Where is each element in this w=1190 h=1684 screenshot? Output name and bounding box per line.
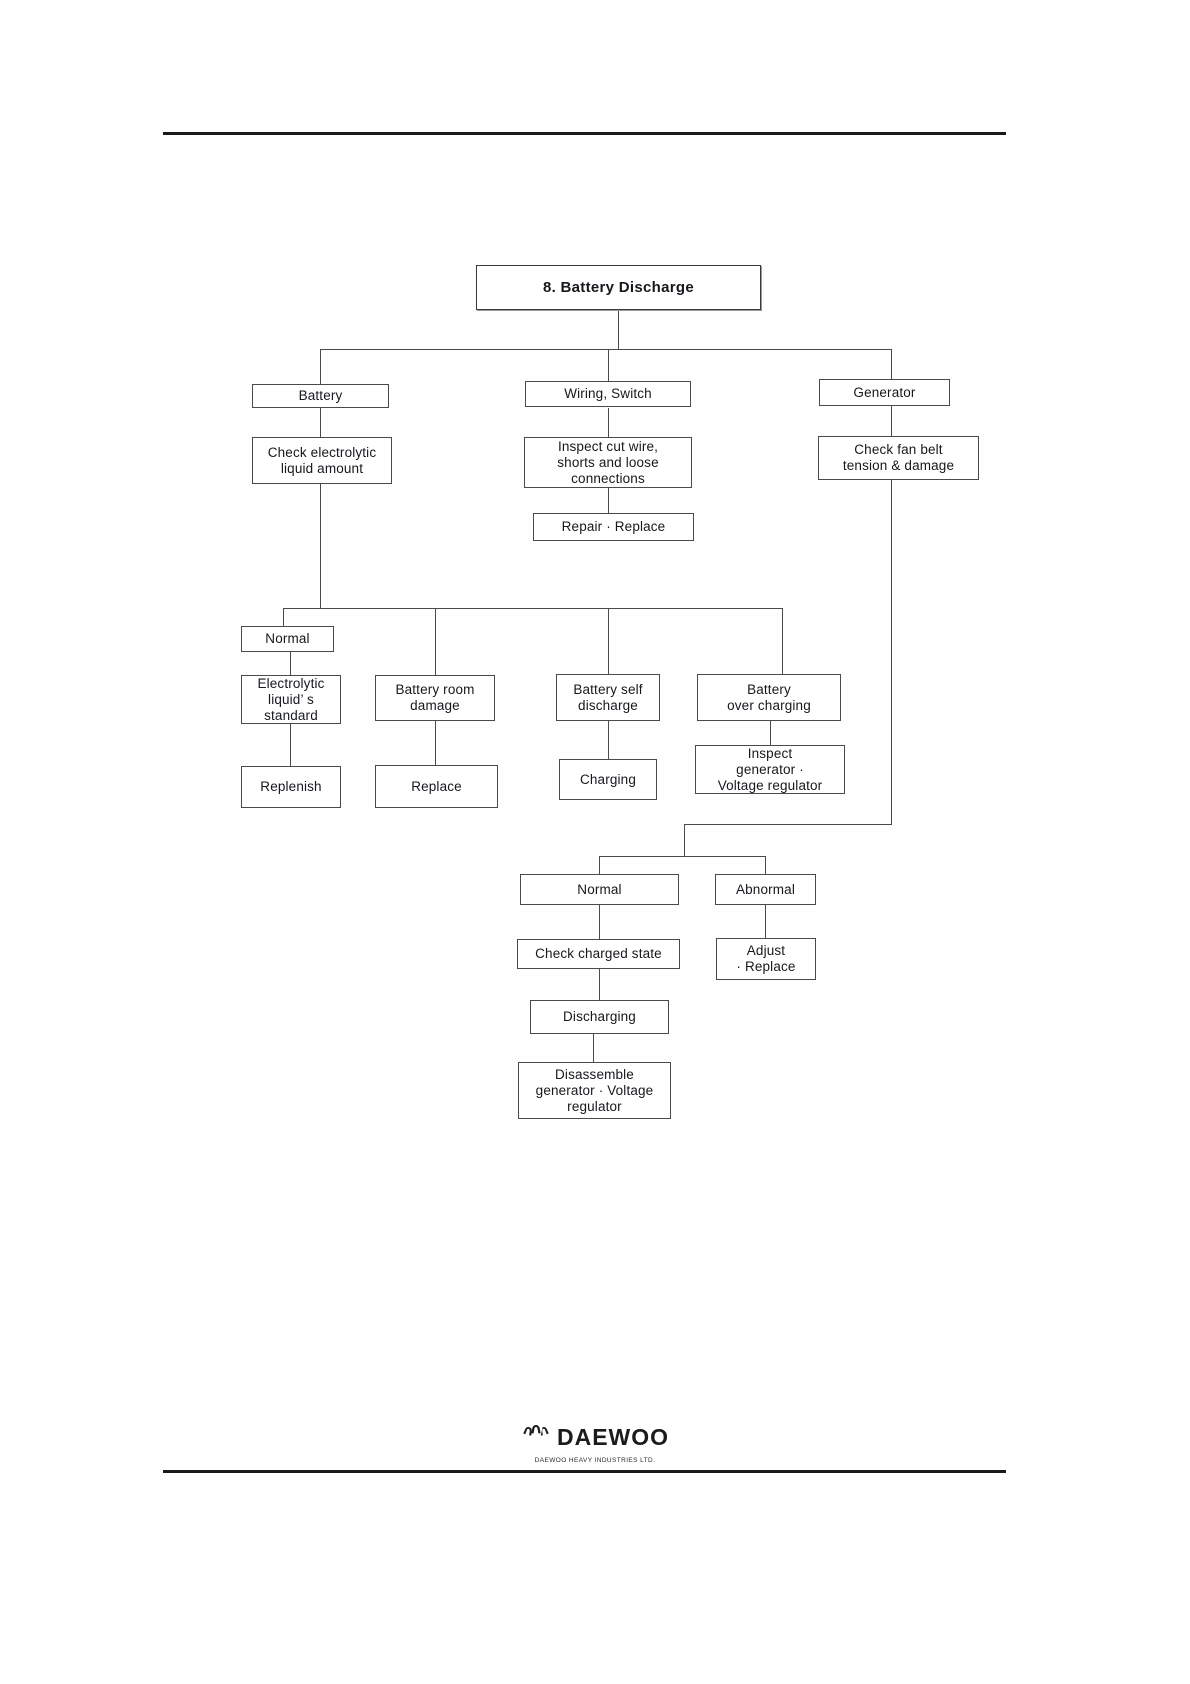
node-label: Wiring, Switch bbox=[564, 386, 652, 401]
edge-check-down bbox=[320, 484, 321, 608]
node-label: Electrolytic liquid’ s standard bbox=[257, 675, 325, 723]
node-label: Check electrolytic liquid amount bbox=[267, 444, 377, 476]
edge-bus-to-batteryover bbox=[782, 608, 783, 675]
node-replace[interactable]: Replace bbox=[375, 765, 498, 808]
node-label: Discharging bbox=[563, 1009, 636, 1024]
node-check-electrolytic-liquid-amount[interactable]: Check electrolytic liquid amount bbox=[252, 437, 392, 484]
edge-title-down bbox=[618, 310, 619, 349]
edge-bus-to-abnormal bbox=[765, 856, 766, 874]
edge-abnormal-to-adjust bbox=[765, 905, 766, 938]
footer-rule bbox=[163, 1470, 1006, 1473]
edge-wiring-to-inspect bbox=[608, 408, 609, 437]
edge-bus-to-batteryself bbox=[608, 608, 609, 675]
node-label: Replenish bbox=[260, 779, 322, 794]
edge-fanbelt-to-bus2 bbox=[684, 824, 685, 856]
edge-generator-to-fanbelt bbox=[891, 406, 892, 436]
header-rule bbox=[163, 132, 1006, 135]
node-label: Disassemble generator · Voltage regulato… bbox=[535, 1066, 654, 1114]
edge-normal1-to-std bbox=[290, 652, 291, 675]
node-battery-room-damage[interactable]: Battery room damage bbox=[375, 675, 495, 721]
node-label: Battery room damage bbox=[395, 682, 475, 713]
edge-room-to-replace bbox=[435, 721, 436, 765]
node-discharging[interactable]: Discharging bbox=[530, 1000, 669, 1034]
node-normal-2[interactable]: Normal bbox=[520, 874, 679, 905]
edge-charged-to-discharging bbox=[599, 969, 600, 1000]
node-normal-1[interactable]: Normal bbox=[241, 626, 334, 652]
node-label: Check charged state bbox=[535, 946, 662, 961]
node-label: Replace bbox=[411, 778, 462, 794]
node-replenish[interactable]: Replenish bbox=[241, 766, 341, 808]
edge-bus-to-battery bbox=[320, 349, 321, 384]
node-wiring-switch[interactable]: Wiring, Switch bbox=[525, 381, 691, 407]
edge-bus-to-normal1 bbox=[283, 608, 284, 626]
node-label: Inspect generator · Voltage regulator bbox=[717, 745, 823, 793]
edge-self-to-charging bbox=[608, 721, 609, 759]
node-label: 8. Battery Discharge bbox=[542, 278, 695, 296]
node-battery[interactable]: Battery bbox=[252, 384, 389, 408]
node-label: Battery bbox=[298, 388, 343, 403]
node-label: Battery over charging bbox=[727, 681, 811, 713]
node-label: Normal bbox=[577, 881, 622, 897]
node-label: Inspect cut wire, shorts and loose conne… bbox=[557, 438, 659, 486]
edge-fanbelt-across bbox=[684, 824, 892, 825]
edge-inspect-to-repair bbox=[608, 488, 609, 513]
daewoo-shell-logo-icon bbox=[523, 1424, 549, 1436]
edge-normal2-to-charged bbox=[599, 905, 600, 939]
node-inspect-generator-voltage-regulator[interactable]: Inspect generator · Voltage regulator bbox=[695, 745, 845, 794]
node-generator[interactable]: Generator bbox=[819, 379, 950, 406]
edge-bus-to-batteryroom bbox=[435, 608, 436, 675]
node-abnormal[interactable]: Abnormal bbox=[715, 874, 816, 905]
node-disassemble-generator-voltage-regulator[interactable]: Disassemble generator · Voltage regulato… bbox=[518, 1062, 671, 1119]
brand-lockup: DAEWOO bbox=[521, 1424, 669, 1451]
node-title-battery-discharge[interactable]: 8. Battery Discharge bbox=[476, 265, 761, 310]
brand-wordmark: DAEWOO bbox=[556, 1424, 670, 1450]
node-label: Repair · Replace bbox=[561, 519, 666, 534]
node-adjust-replace[interactable]: Adjust · Replace bbox=[716, 938, 816, 980]
edge-over-to-inspectgen bbox=[770, 721, 771, 745]
edge-bus-to-generator bbox=[891, 349, 892, 379]
edge-bus-to-normal2 bbox=[599, 856, 600, 874]
footer-brand: DAEWOO DAEWOO HEAVY INDUSTRIES LTD. bbox=[0, 1424, 1190, 1464]
node-label: Battery self discharge bbox=[573, 681, 643, 713]
edge-level1-bus bbox=[320, 349, 891, 350]
node-label: Normal bbox=[265, 631, 310, 646]
node-charging[interactable]: Charging bbox=[559, 759, 657, 800]
edge-bus-to-wiring bbox=[608, 349, 609, 381]
node-label: Charging bbox=[580, 771, 636, 787]
edge-fanbelt-down bbox=[891, 480, 892, 824]
node-label: Check fan belt tension & damage bbox=[842, 442, 955, 473]
node-label: Abnormal bbox=[736, 881, 795, 897]
brand-subtext: DAEWOO HEAVY INDUSTRIES LTD. bbox=[534, 1456, 656, 1464]
edge-discharging-to-disassemble bbox=[593, 1034, 594, 1062]
node-label: Adjust · Replace bbox=[736, 943, 796, 974]
node-battery-self-discharge[interactable]: Battery self discharge bbox=[556, 674, 660, 721]
edge-std-to-replenish bbox=[290, 724, 291, 766]
node-label: Generator bbox=[853, 384, 916, 400]
edge-battery-to-check bbox=[320, 408, 321, 437]
edge-level4-bus bbox=[283, 608, 782, 609]
node-check-fan-belt[interactable]: Check fan belt tension & damage bbox=[818, 436, 979, 480]
node-inspect-cut-wire[interactable]: Inspect cut wire, shorts and loose conne… bbox=[524, 437, 692, 488]
edge-level6-bus bbox=[599, 856, 765, 857]
node-battery-over-charging[interactable]: Battery over charging bbox=[697, 674, 841, 721]
node-repair-replace[interactable]: Repair · Replace bbox=[533, 513, 694, 541]
node-electrolytic-liquid-standard[interactable]: Electrolytic liquid’ s standard bbox=[241, 675, 341, 724]
node-check-charged-state[interactable]: Check charged state bbox=[517, 939, 680, 969]
